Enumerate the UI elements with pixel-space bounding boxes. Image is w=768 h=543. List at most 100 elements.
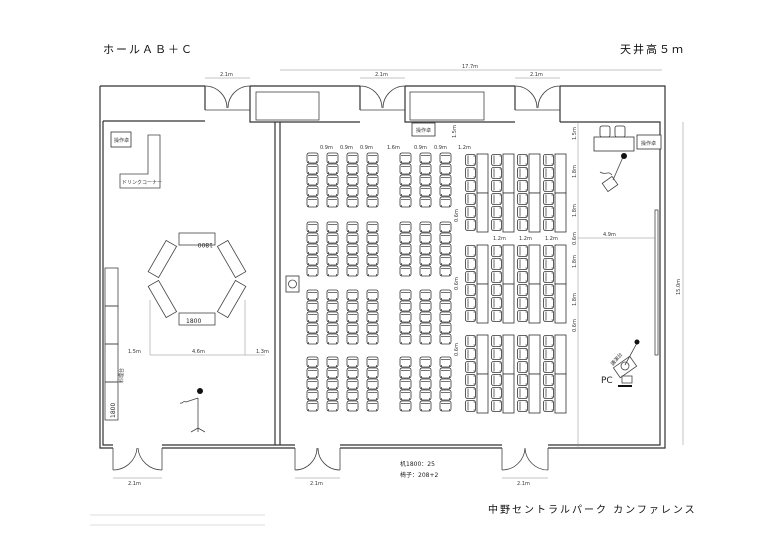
chair [543, 154, 554, 166]
chair [517, 167, 528, 179]
chair [439, 265, 452, 277]
chair [366, 243, 379, 255]
chair [491, 258, 502, 270]
food-table-label: 料理台 [118, 368, 125, 383]
chair [346, 300, 359, 312]
dim-left-2: 4.6m [192, 349, 205, 355]
chair [419, 243, 432, 255]
chair [306, 232, 319, 244]
chair [366, 265, 379, 277]
control-desk-left-label: 操作卓 [114, 137, 129, 144]
chair [306, 322, 319, 334]
hexagon-table [216, 279, 247, 319]
desk [528, 192, 541, 233]
chair [366, 232, 379, 244]
chair [419, 300, 432, 312]
chair [465, 310, 476, 322]
ceiling-height: 天井高５ｍ [620, 42, 685, 56]
chair [366, 289, 379, 301]
chair [399, 289, 412, 301]
chair [419, 333, 432, 345]
laptop-icon [618, 375, 633, 387]
chair [366, 367, 379, 379]
chair [306, 333, 319, 345]
chair [543, 180, 554, 192]
chair [326, 311, 339, 323]
chair [399, 152, 412, 164]
chair [543, 271, 554, 283]
chair [419, 185, 432, 197]
dim-gap-4: 0.6m [454, 277, 460, 290]
dim-door-4: 2.1m [128, 481, 141, 487]
chair [517, 335, 528, 347]
dim-total-width: 17.7m [462, 64, 478, 70]
hall-title: ホールＡＢ＋Ｃ [103, 43, 194, 56]
chair [306, 367, 319, 379]
dim-gap-3: 0.6m [454, 209, 460, 222]
chair [543, 206, 554, 218]
desk [554, 373, 567, 414]
chair [366, 152, 379, 164]
drink-counter [119, 134, 161, 189]
chair [543, 193, 554, 205]
desk [502, 244, 515, 285]
chair [465, 167, 476, 179]
desk [528, 283, 541, 324]
chair [306, 163, 319, 175]
pc-label: PC [601, 376, 613, 386]
dim-front-1: 1.5m [452, 125, 458, 138]
chair [346, 232, 359, 244]
microphone-stand-icon [179, 388, 206, 433]
chair [326, 196, 339, 208]
chair [306, 300, 319, 312]
chair [439, 311, 452, 323]
desk [502, 283, 515, 324]
chair [465, 387, 476, 399]
chair [419, 367, 432, 379]
chair [419, 174, 432, 186]
desk [554, 334, 567, 375]
chair [399, 265, 412, 277]
chair [306, 185, 319, 197]
dim-aisle-1: 0.9m [320, 145, 333, 151]
control-desk-right [636, 134, 662, 150]
chair [439, 185, 452, 197]
chair [419, 163, 432, 175]
doors [112, 85, 561, 471]
dim-total-depth: 15.0m [676, 279, 682, 295]
chair [306, 311, 319, 323]
dim-aisle-4: 1.6m [387, 145, 400, 151]
dim-gap-1: 0.6m [572, 232, 578, 245]
chair [326, 333, 339, 345]
chair [465, 361, 476, 373]
dim-door-1: 2.1m [220, 72, 233, 78]
chair [306, 378, 319, 390]
dim-aisle-7: 1.2m [458, 145, 471, 151]
chair [439, 196, 452, 208]
chair [399, 174, 412, 186]
desk [528, 153, 541, 194]
chair [439, 400, 452, 412]
chair [439, 152, 452, 164]
desk [476, 153, 489, 194]
chair [399, 311, 412, 323]
dimension-lines [113, 69, 684, 479]
desk [502, 153, 515, 194]
chair [543, 219, 554, 231]
chair [543, 374, 554, 386]
chair [543, 400, 554, 412]
chair [465, 297, 476, 309]
chair [543, 258, 554, 270]
drink-corner-label: ドリンクコーナー [122, 180, 162, 186]
chair [465, 348, 476, 360]
chair [326, 221, 339, 233]
chair [543, 348, 554, 360]
dim-door-6: 2.1m [517, 481, 530, 487]
chair [419, 400, 432, 412]
chair [306, 174, 319, 186]
chair [306, 254, 319, 266]
chair [491, 180, 502, 192]
chair [399, 163, 412, 175]
chair [517, 310, 528, 322]
desk [502, 373, 515, 414]
